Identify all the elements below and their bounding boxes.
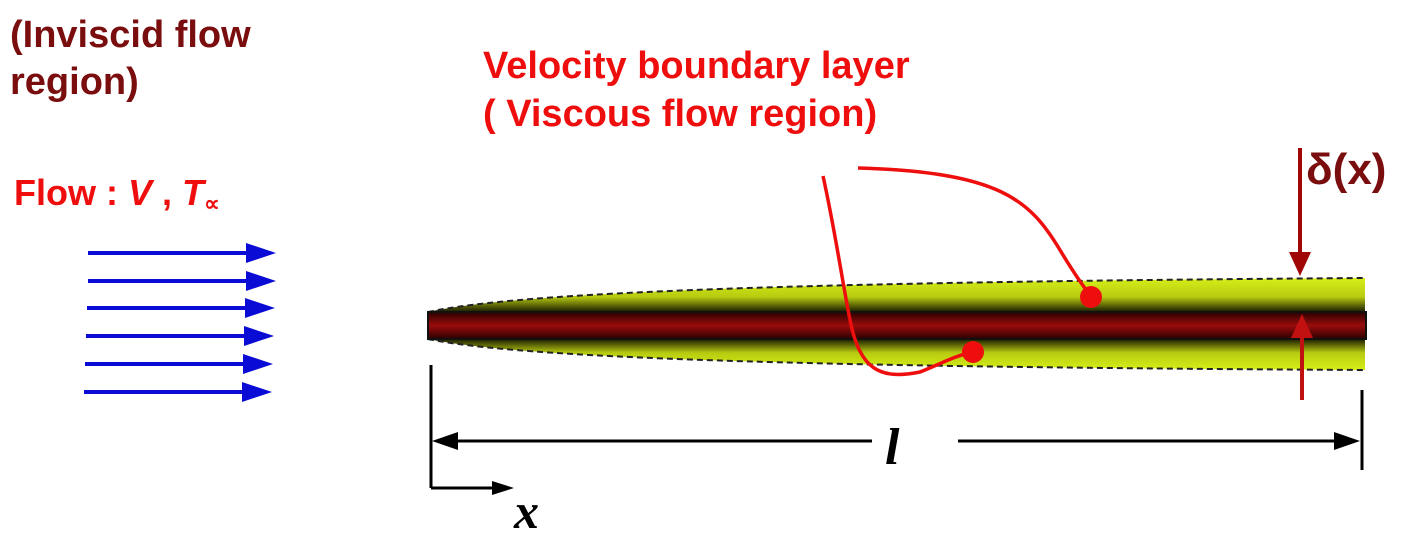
boundary-label-line2: ( Viscous flow region) xyxy=(483,93,878,135)
thickness-label: δ(x) xyxy=(1306,145,1387,194)
flow-separator: , xyxy=(152,172,183,213)
boundary-layer-upper-edge xyxy=(427,277,1366,313)
boundary-layer-upper xyxy=(428,278,1365,312)
thickness-arrow-bottom xyxy=(1291,314,1313,400)
x-axis-label: x xyxy=(514,483,539,539)
length-dimension xyxy=(429,365,1364,488)
inviscid-region-label: (Inviscid flow region) xyxy=(10,12,251,106)
leader-line-upper xyxy=(857,166,1093,298)
length-label: l xyxy=(885,419,900,476)
inviscid-label-line2: region) xyxy=(10,61,139,103)
flow-label: Flow : V , T∝ xyxy=(14,172,220,217)
boundary-layer-label: Velocity boundary layer ( Viscous flow r… xyxy=(483,42,910,138)
inviscid-label-line1: (Inviscid flow xyxy=(10,14,251,56)
flat-plate xyxy=(427,311,1367,340)
flow-temperature-subscript: ∝ xyxy=(204,191,220,216)
x-axis-arrow xyxy=(431,481,514,495)
leader-dot-upper xyxy=(1080,286,1102,308)
flow-temperature: T xyxy=(182,172,205,213)
flow-arrows xyxy=(84,243,276,402)
boundary-label-line1: Velocity boundary layer xyxy=(483,45,910,87)
boundary-layer-lower-edge xyxy=(427,338,1366,371)
boundary-layer-lower xyxy=(428,339,1365,370)
flow-prefix: Flow : xyxy=(14,172,128,213)
leader-line-lower xyxy=(821,175,973,377)
thickness-arrow-top xyxy=(1289,148,1311,276)
leader-dot-lower xyxy=(962,341,984,363)
flow-velocity: V xyxy=(127,172,152,213)
